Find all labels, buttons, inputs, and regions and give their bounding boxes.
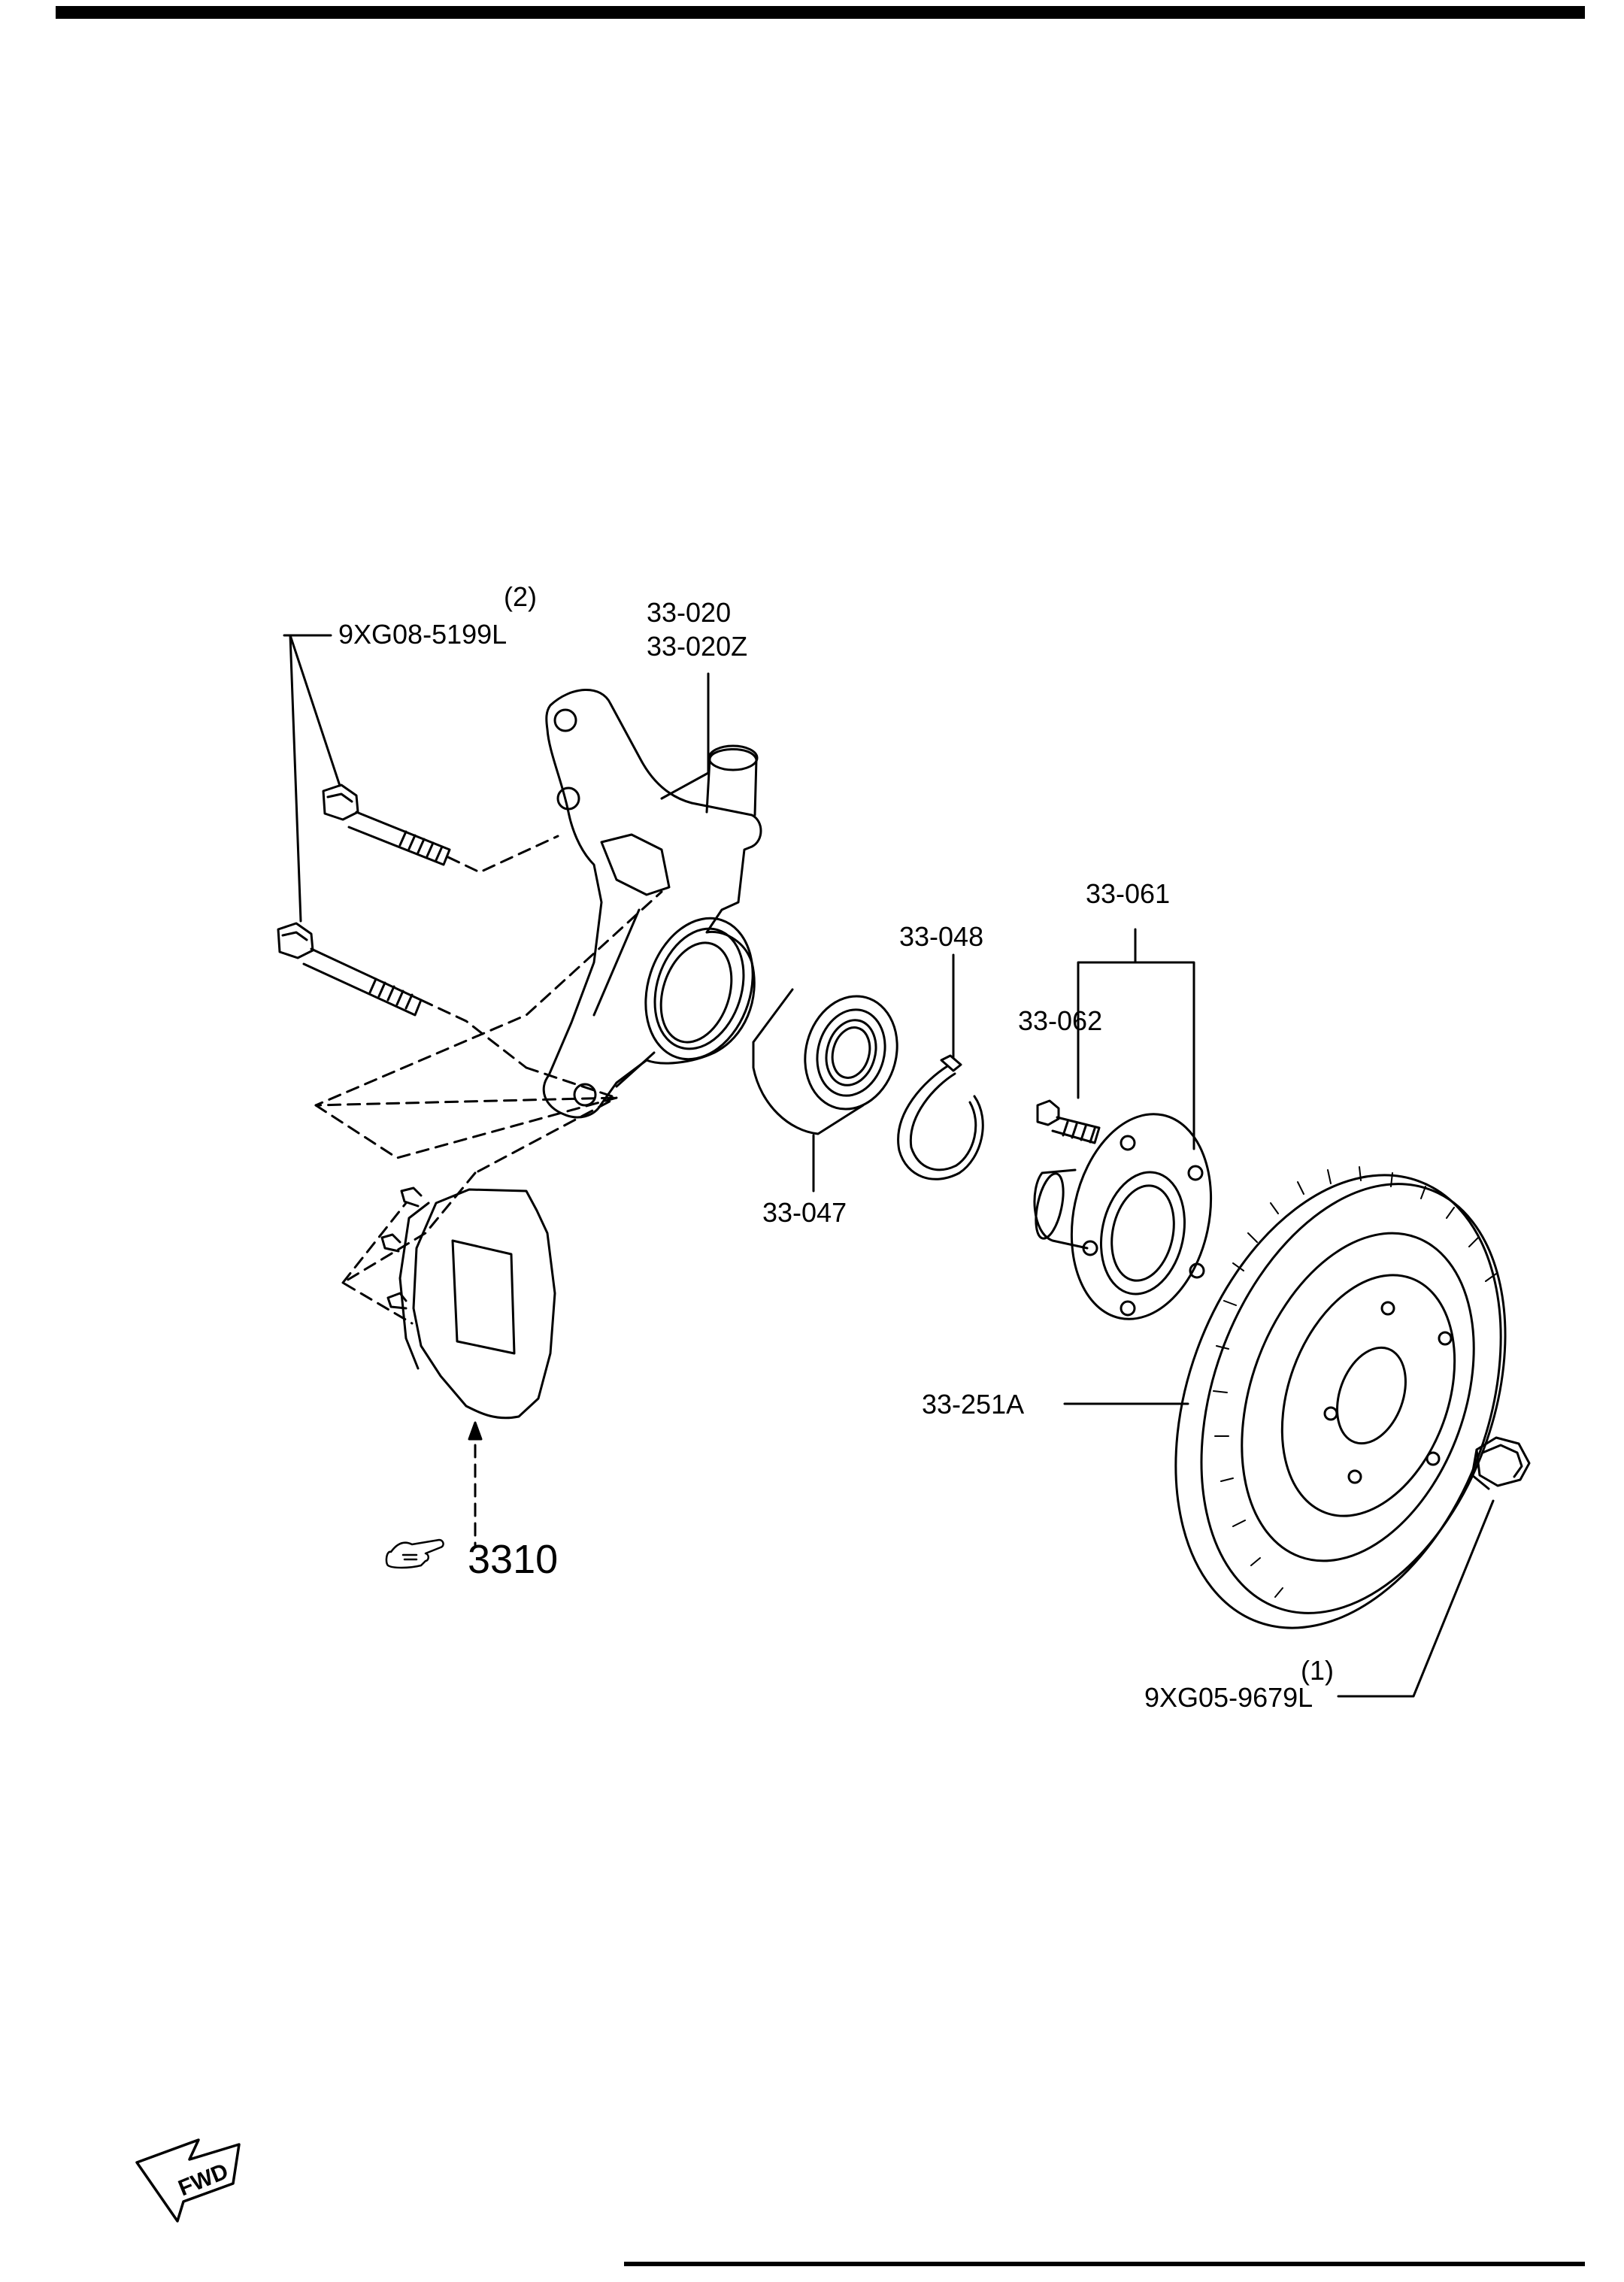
nut-leader — [1337, 1499, 1495, 1698]
caliper-reference-number: 3310 — [468, 1537, 558, 1582]
caliper-arrow — [468, 1421, 483, 1441]
disc-part-number: 33-251A — [922, 1389, 1024, 1420]
brake-disc — [1174, 1166, 1507, 1629]
hub-bracket — [1077, 928, 1195, 1150]
wheel-nut — [1471, 1436, 1531, 1490]
bolt-part-number: 9XG08-5199L — [338, 619, 507, 650]
top-rule — [56, 6, 1585, 19]
bearing-part-number: 33-047 — [762, 1197, 847, 1228]
nut-qty-label: (1) — [1301, 1655, 1334, 1686]
bottom-rule — [624, 2262, 1585, 2266]
snap-ring-part-number: 33-048 — [899, 921, 983, 952]
nut-part-number: 9XG05-9679L — [1144, 1682, 1313, 1713]
knuckle-part-number: 33-020 — [647, 597, 731, 628]
hub-part-number: 33-061 — [1086, 878, 1170, 909]
wheel-hub — [1033, 1113, 1213, 1320]
bolt-lower — [277, 922, 423, 1017]
knuckle-part-number-alt: 33-020Z — [647, 631, 747, 662]
dashed-alignment-lines — [314, 835, 663, 1547]
bolt-upper — [322, 783, 451, 866]
hub-bolt — [1036, 1099, 1101, 1144]
fwd-arrow-icon — [135, 2138, 241, 2223]
hub-bolt-part-number: 33-062 — [1018, 1005, 1102, 1036]
steering-knuckle — [542, 689, 762, 1119]
bolt-leaders — [283, 634, 341, 923]
bolt-qty-label: (2) — [504, 581, 537, 612]
snap-ring — [897, 1054, 984, 1180]
pointing-hand-icon — [385, 1538, 444, 1569]
brake-caliper — [380, 1186, 556, 1420]
knuckle-leader — [660, 672, 710, 800]
wheel-bearing — [752, 988, 898, 1135]
